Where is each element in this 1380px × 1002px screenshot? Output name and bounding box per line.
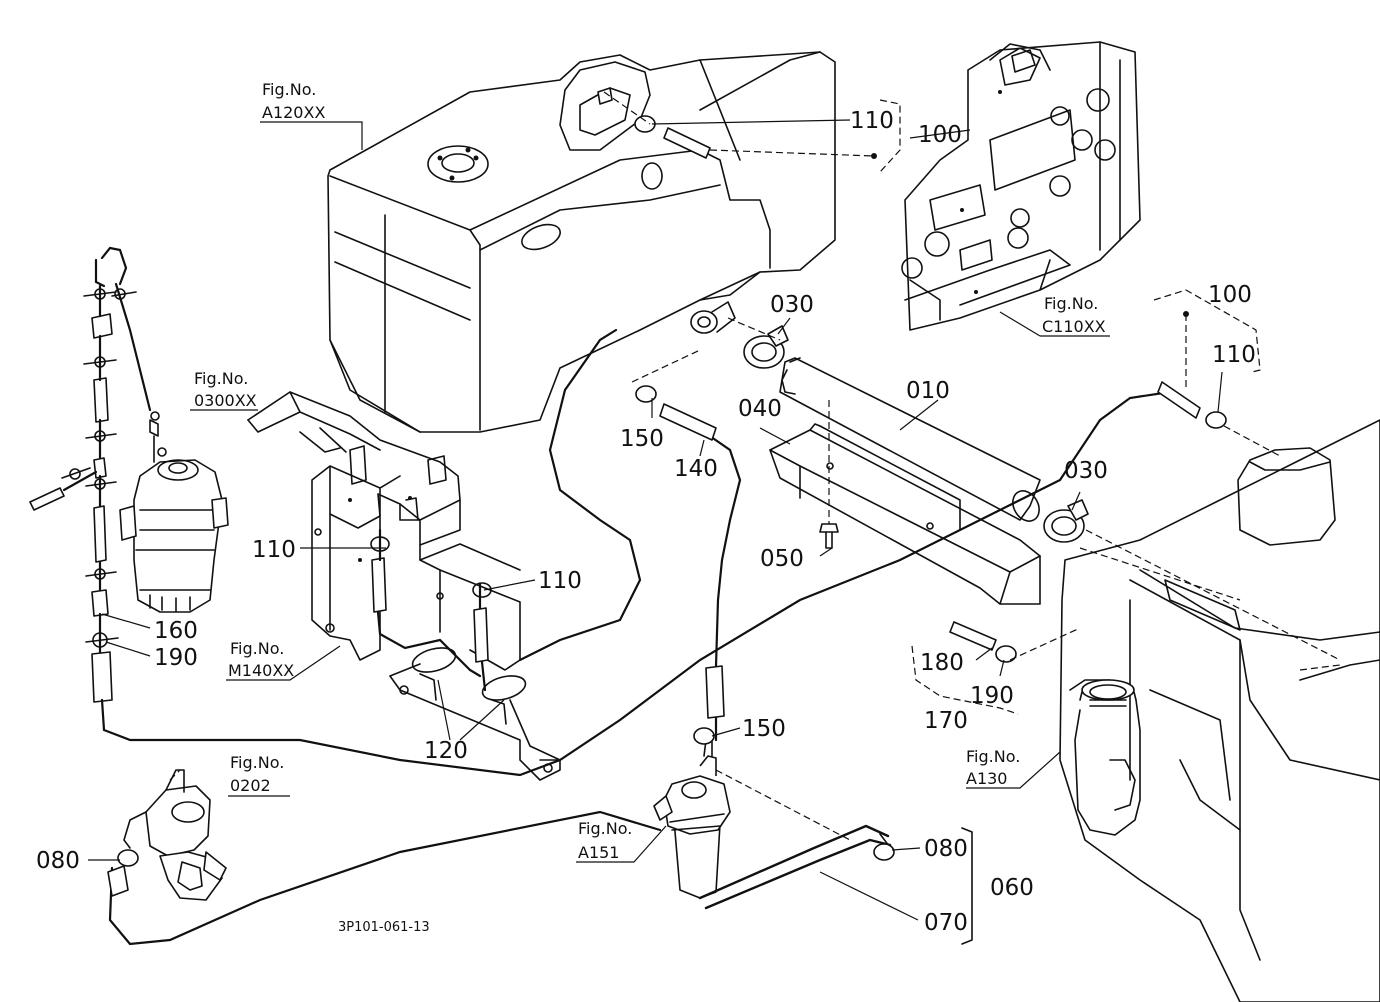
fig-label: Fig.No.	[262, 80, 316, 99]
label-030: 030	[770, 292, 814, 318]
fig-ref-filter: 0300XX	[194, 391, 257, 410]
label-030: 030	[1064, 458, 1108, 484]
label-160: 160	[154, 618, 198, 644]
label-150: 150	[742, 716, 786, 742]
label-190: 190	[154, 645, 198, 671]
fig-label: Fig.No.	[230, 639, 284, 658]
label-140: 140	[674, 456, 718, 482]
label-110: 110	[538, 568, 582, 594]
part-number-labels: 110 100 030 100 110 010 040 150 140 030 …	[36, 108, 1256, 936]
fig-ref-right-tank: A130	[966, 769, 1007, 788]
fig-label: Fig.No.	[578, 819, 632, 838]
label-080: 080	[36, 848, 80, 874]
label-190: 190	[970, 683, 1014, 709]
group-braces	[879, 99, 1261, 945]
figure-reference-labels: Fig.No. A120XX Fig.No. 0300XX Fig.No. M1…	[194, 80, 1106, 935]
fuel-pump	[123, 769, 227, 901]
label-100: 100	[918, 122, 962, 148]
fig-label: Fig.No.	[1044, 294, 1098, 313]
label-050: 050	[760, 546, 804, 572]
label-010: 010	[906, 378, 950, 404]
label-180: 180	[920, 650, 964, 676]
label-060: 060	[990, 875, 1034, 901]
engine-block	[901, 41, 1141, 331]
hose-guard-assembly	[743, 325, 1089, 605]
fuel-lines	[100, 115, 1227, 946]
fig-ref-bracket: M140XX	[228, 661, 294, 680]
right-tank	[1059, 419, 1380, 1002]
fuel-filter-left	[119, 419, 229, 613]
fig-label: Fig.No.	[230, 753, 284, 772]
left-hose-assembly	[29, 246, 167, 703]
fig-ref-sediment-bowl: A151	[578, 843, 619, 862]
reference-lines	[169, 91, 1341, 841]
fig-label: Fig.No.	[194, 369, 248, 388]
leader-lines	[88, 119, 1223, 921]
label-100: 100	[1208, 282, 1252, 308]
hose-clip-icon	[61, 288, 167, 648]
fig-ref-pump: 0202	[230, 776, 271, 795]
label-110: 110	[252, 537, 296, 563]
sediment-bowl	[653, 739, 731, 899]
label-150: 150	[620, 426, 664, 452]
label-120: 120	[424, 738, 468, 764]
label-170: 170	[924, 708, 968, 734]
label-110: 110	[850, 108, 894, 134]
drawing-number: 3P101-061-13	[338, 920, 430, 935]
fig-ref-engine: C110XX	[1042, 317, 1106, 336]
label-040: 040	[738, 396, 782, 422]
label-070: 070	[924, 910, 968, 936]
fig-ref-tank: A120XX	[262, 103, 325, 122]
label-080: 080	[924, 836, 968, 862]
mounting-bracket	[247, 391, 561, 781]
fig-label: Fig.No.	[966, 747, 1020, 766]
label-110: 110	[1212, 342, 1256, 368]
fuel-tank-main	[327, 51, 836, 433]
